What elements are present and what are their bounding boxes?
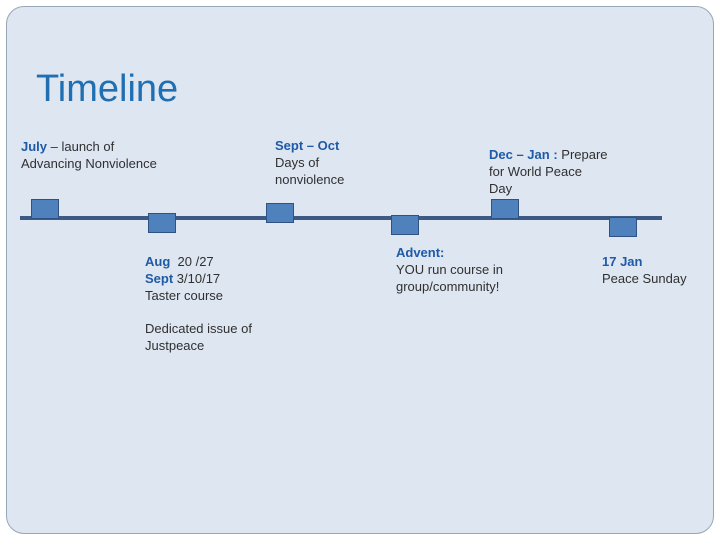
event-advent-line2: YOU run course in (396, 262, 503, 277)
event-dec-jan-note: Dec – Jan : Prepare for World Peace Day (489, 146, 608, 197)
event-17-jan-date: 17 Jan (602, 254, 643, 269)
event-dedicated-line2: Justpeace (145, 338, 205, 353)
event-advent-line3: group/community! (396, 279, 500, 294)
event-july-detail: Advancing Nonviolence (21, 156, 157, 171)
timeline-axis (20, 216, 662, 220)
event-advent-note: Advent: YOU run course in group/communit… (396, 244, 503, 295)
event-sept-oct-line2: Days of (275, 155, 320, 170)
event-sept-oct-line3: nonviolence (275, 172, 345, 187)
event-sept-oct-date: Sept – Oct (275, 138, 340, 153)
event-dedicated-line1: Dedicated issue of (145, 321, 252, 336)
timeline-marker-sept-oct (266, 203, 294, 223)
event-taster-aug-label: Aug (145, 254, 171, 269)
event-advent-date: Advent: (396, 245, 445, 260)
event-july-date: July (21, 139, 48, 154)
event-taster-sept-dates: 3/10/17 (173, 271, 221, 286)
event-sept-oct-note: Sept – Oct Days of nonviolence (275, 137, 344, 188)
event-july-note: July – launch of Advancing Nonviolence (21, 138, 157, 172)
event-taster-sept-label: Sept (145, 271, 174, 286)
event-dec-jan-line3: Day (489, 181, 513, 196)
event-17-jan-note: 17 Jan Peace Sunday (602, 253, 687, 287)
event-17-jan-line2: Peace Sunday (602, 271, 687, 286)
event-july-text: – launch of (47, 139, 115, 154)
event-taster-description: Taster course (145, 288, 224, 303)
event-dec-jan-line2: for World Peace (489, 164, 582, 179)
slide-background (6, 6, 714, 534)
event-taster-note: Aug 20 /27 Sept 3/10/17 Taster course (145, 253, 223, 304)
timeline-marker-aug-sept (148, 213, 176, 233)
event-dedicated-note: Dedicated issue of Justpeace (145, 320, 252, 354)
event-dec-jan-text: Prepare (557, 147, 608, 162)
timeline-marker-advent (391, 215, 419, 235)
event-taster-aug-dates: 20 /27 (170, 254, 214, 269)
timeline-marker-july (31, 199, 59, 219)
timeline-marker-17-jan (609, 217, 637, 237)
slide-title: Timeline (36, 68, 179, 110)
event-dec-jan-date: Dec – Jan : (489, 147, 558, 162)
timeline-marker-dec-jan (491, 199, 519, 219)
